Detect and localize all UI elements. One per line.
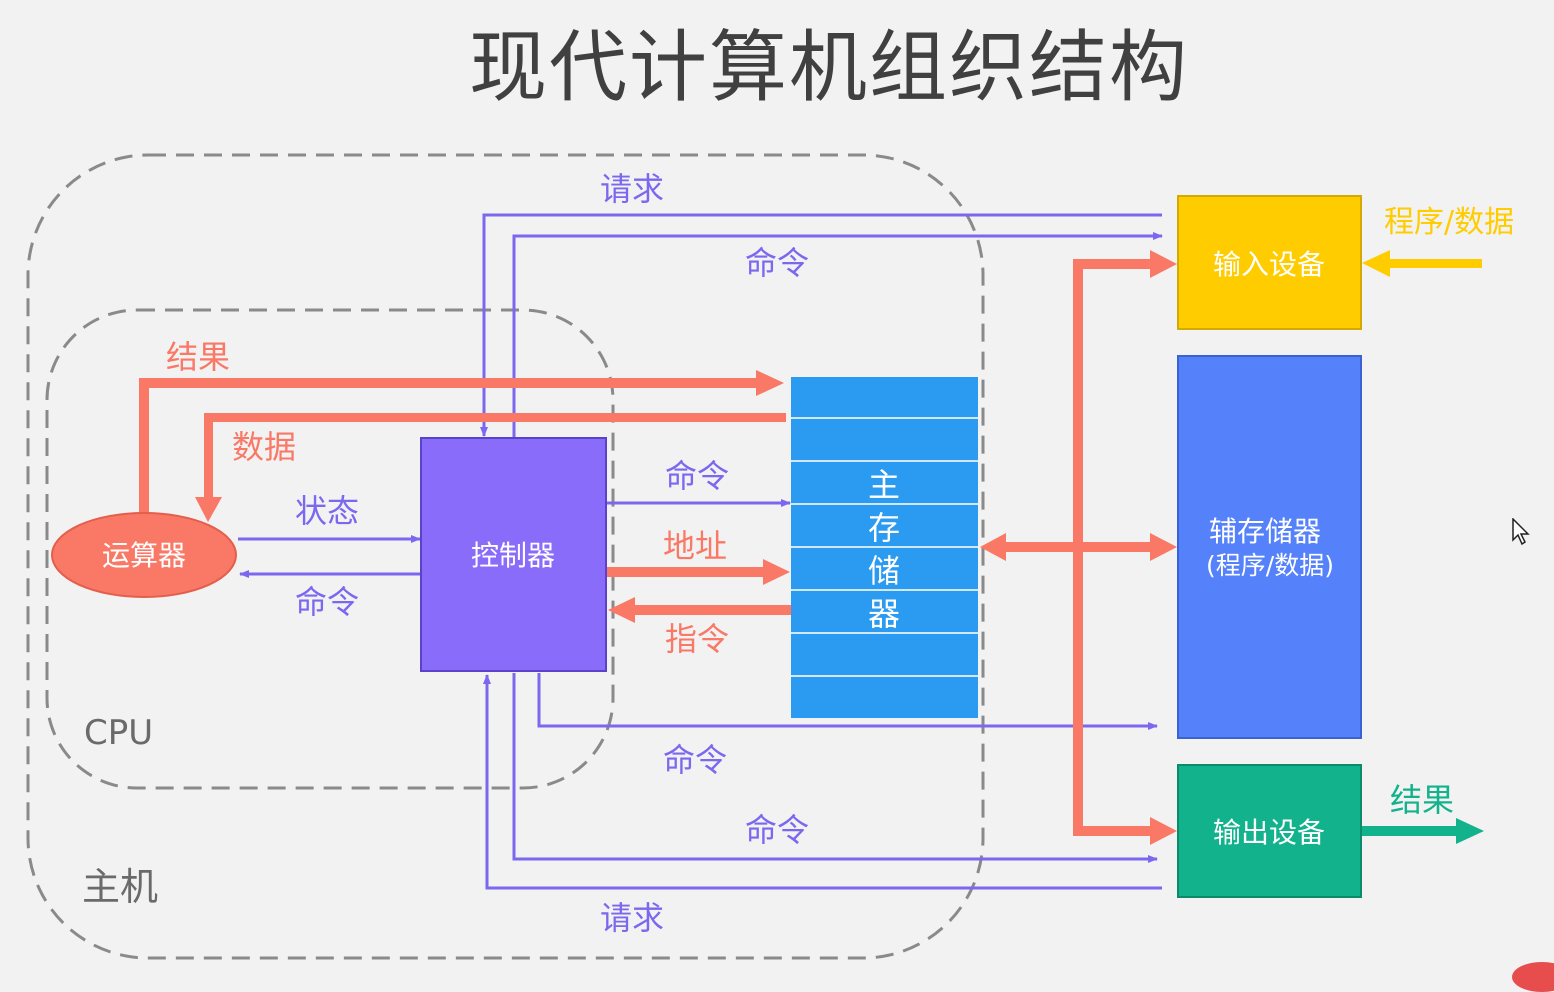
data-line-vertical: [204, 413, 213, 498]
alu-label: 运算器: [102, 539, 186, 572]
input-device-node: [1177, 195, 1362, 330]
data-cpu-label: 数据: [232, 428, 296, 466]
main-memory-label-1: 主: [868, 466, 900, 504]
request-top-line: [480, 213, 1162, 437]
to-output-line: [1073, 826, 1152, 836]
main-memory-label-2: 存: [868, 509, 900, 547]
instruction-label: 指令: [665, 620, 729, 658]
io-vertical-bus: [1073, 259, 1083, 836]
command-aux-label: 命令: [663, 741, 727, 779]
result-arrowhead: [756, 370, 784, 396]
main-memory-label-4: 器: [868, 595, 900, 633]
host-label: 主机: [82, 865, 158, 909]
command-aux-line: [537, 673, 1158, 730]
input-device-label: 输入设备: [1213, 248, 1325, 281]
program-data-input-line: [1388, 259, 1482, 268]
request-bottom-label: 请求: [600, 899, 664, 937]
request-bottom-line: [483, 674, 1162, 890]
page-title: 现代计算机组织结构: [468, 23, 1189, 113]
cpu-boundary: [45, 308, 615, 790]
command-top-label: 命令: [745, 244, 809, 282]
alu-node: [51, 512, 237, 598]
request-top-label: 请求: [600, 170, 664, 208]
command-to-alu-label: 命令: [295, 583, 359, 621]
address-label: 地址: [663, 527, 727, 565]
command-output-line: [512, 673, 1158, 863]
to-output-arrowhead: [1150, 817, 1177, 845]
main-memory-node: [791, 377, 978, 718]
corner-decoration: [1512, 962, 1554, 992]
diagram-canvas: 现代计算机组织结构: [26, 23, 1554, 992]
result-output-line: [1362, 826, 1458, 836]
program-data-input-arrowhead: [1362, 250, 1390, 277]
result-out-label: 结果: [1390, 781, 1454, 819]
bus-left-arrowhead: [980, 533, 1006, 561]
main-memory-label-3: 储: [868, 552, 900, 590]
to-input-arrowhead: [1150, 250, 1177, 278]
mouse-pointer-icon: [1512, 518, 1530, 546]
instruction-arrowhead: [608, 597, 635, 623]
data-arrowhead: [195, 497, 222, 522]
aux-storage-node: [1177, 355, 1362, 739]
aux-storage-label: 辅存储器: [1209, 515, 1321, 548]
host-boundary: [26, 153, 985, 960]
controller-node: [420, 437, 607, 672]
controller-label: 控制器: [471, 539, 555, 572]
instruction-line: [632, 605, 791, 615]
command-top-line: [512, 232, 1163, 438]
address-arrowhead: [763, 559, 790, 585]
status-label: 状态: [295, 492, 359, 530]
result-output-arrowhead: [1456, 818, 1484, 844]
result-line-horizontal: [139, 378, 759, 388]
cpu-label: CPU: [84, 713, 153, 753]
bus-right-arrowhead: [1150, 533, 1177, 561]
address-line: [607, 567, 765, 577]
data-line-horizontal: [204, 413, 786, 422]
to-input-line: [1073, 259, 1152, 269]
aux-storage-sublabel: (程序/数据): [1206, 551, 1334, 580]
output-device-label: 输出设备: [1213, 816, 1325, 849]
result-line-vertical: [139, 378, 149, 516]
command-output-label: 命令: [745, 811, 809, 849]
architecture-diagram: 运算器 控制器 主 存 储 器 输入设备 辅存储器 (程序/数据) 输出设备 C…: [26, 153, 1514, 960]
result-cpu-label: 结果: [166, 338, 230, 376]
output-device-node: [1177, 764, 1362, 898]
command-to-memory-label: 命令: [665, 457, 729, 495]
program-data-in-label: 程序/数据: [1384, 205, 1514, 240]
